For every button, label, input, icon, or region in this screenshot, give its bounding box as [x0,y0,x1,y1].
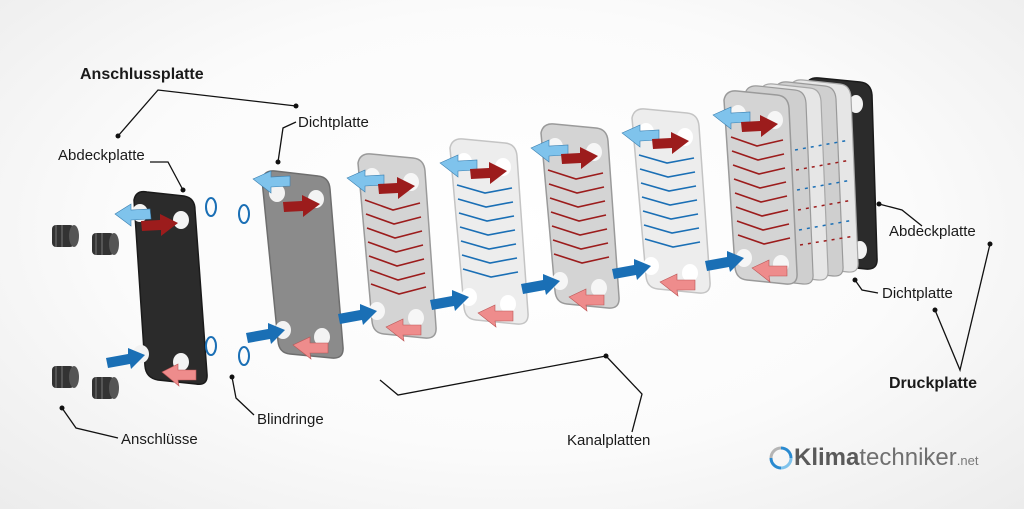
leader-kanalplatten [605,355,643,433]
label-anschluesse: Anschlüsse [121,431,198,448]
label-blindringe: Blindringe [257,411,324,428]
leader-dichtplatte-top [277,121,297,163]
arrow-in-cold [106,348,145,369]
label-kanalplatten: Kanalplatten [567,432,651,449]
leader-lines [59,89,993,439]
leader-abdeckplatte-left [150,161,184,191]
leader-anschlussplatte [117,89,297,137]
leader-anschluesse [61,407,119,439]
arrow-out-cool [114,203,152,227]
blind-rings [205,197,250,366]
label-druckplatte: Druckplatte [889,375,978,392]
logo-swirl-icon [769,446,793,470]
leader-abdeckplatte-right [878,203,923,227]
label-dichtplatte-top: Dichtplatte [298,114,369,131]
logo-tld: .net [956,453,979,468]
assembled-plate-stack [723,77,878,285]
logo-rest: techniker [859,444,957,471]
channel-plate [449,138,529,325]
label-abdeckplatte-left: Abdeckplatte [58,147,145,164]
connector-icon [92,377,119,399]
arrow-out-warm [161,363,197,387]
connector-icon [52,225,79,247]
connector-group [52,225,119,399]
arrow-in-hot [141,214,178,236]
leader-dichtplatte-right [854,279,879,294]
connector-icon [92,233,119,255]
label-dichtplatte-right: Dichtplatte [882,285,953,302]
klimatechniker-logo: Klimatechniker.net [768,445,978,471]
logo-brand: Klima [794,444,860,471]
leader-druckplatte [934,243,991,373]
flow-arrows [106,106,788,387]
label-anschlussplatte: Anschlussplatte [80,66,204,83]
logo-wordmark: Klimatechniker.net [794,446,978,470]
leader-kanalplatten-bracket [379,355,607,396]
connector-icon [52,366,79,388]
label-abdeckplatte-right: Abdeckplatte [889,223,976,240]
leader-blindringe [231,376,255,416]
